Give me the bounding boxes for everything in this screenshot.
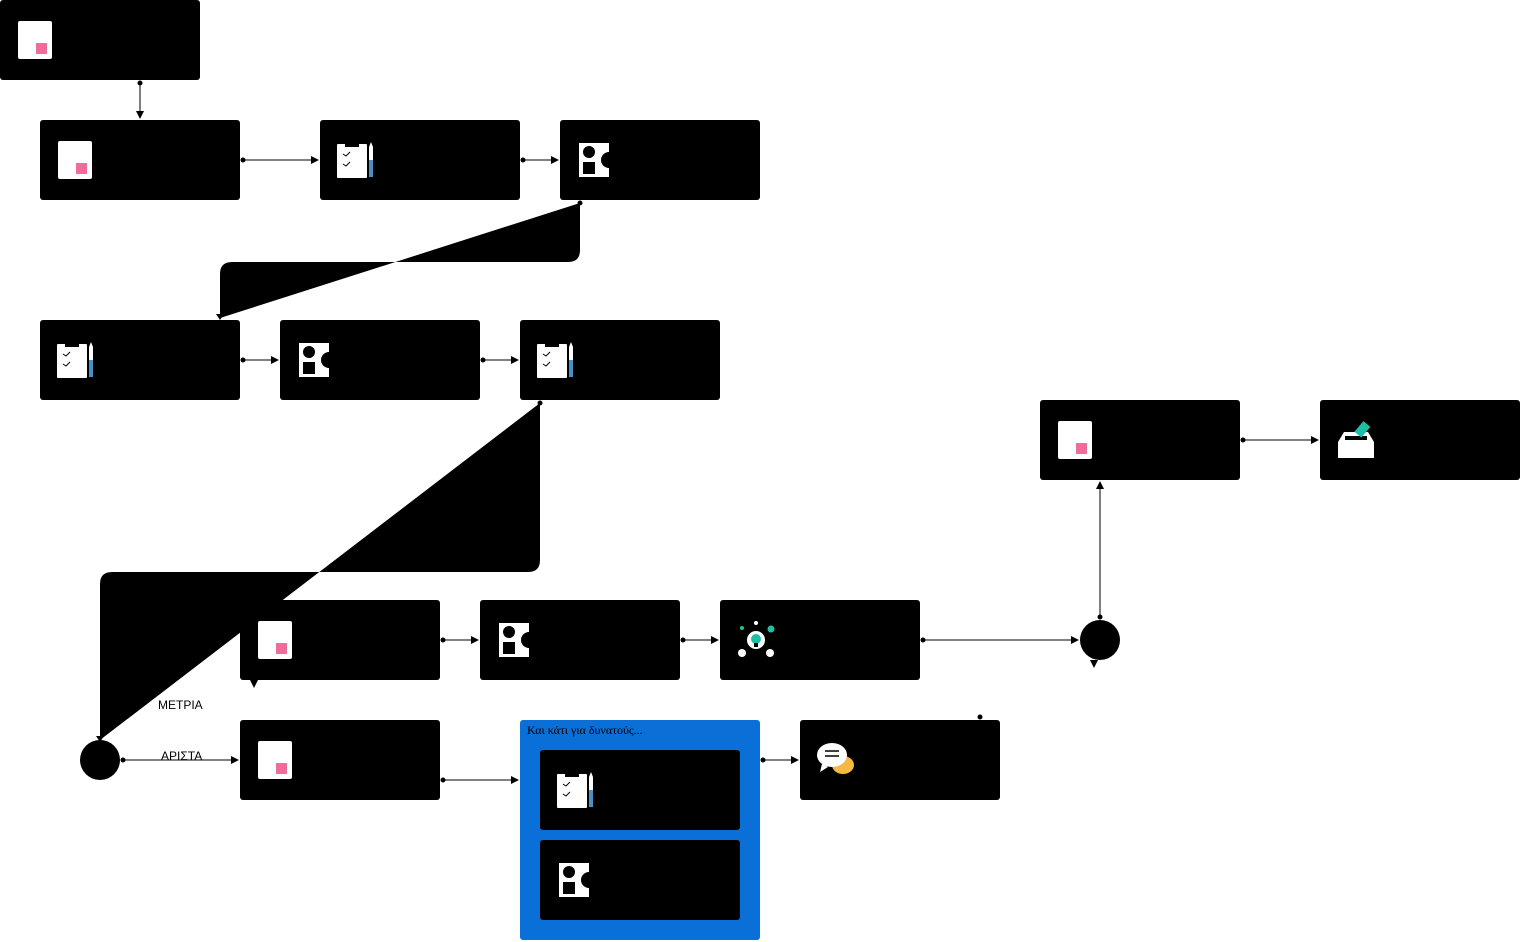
connector-wedge	[100, 403, 540, 740]
document-icon	[56, 140, 96, 180]
activity-node[interactable]	[240, 600, 440, 680]
ballot-box-icon	[1336, 420, 1376, 460]
activity-node[interactable]	[560, 120, 760, 200]
activity-node[interactable]	[1040, 400, 1240, 480]
document-icon	[256, 740, 296, 780]
activity-node[interactable]	[720, 600, 920, 680]
activity-node[interactable]	[480, 600, 680, 680]
activity-node[interactable]	[40, 320, 240, 400]
clipboard-pencil-icon	[336, 140, 376, 180]
shapes-icon	[576, 140, 617, 180]
activity-node[interactable]	[240, 720, 440, 800]
activity-node[interactable]	[320, 120, 520, 200]
edge-label-excellent: ΑΡΙΣΤΑ	[161, 749, 203, 763]
group-title: Και κάτι για δυνατούς...	[527, 723, 643, 737]
activity-node[interactable]	[540, 840, 740, 920]
clipboard-pencil-icon	[556, 770, 596, 810]
activity-node[interactable]	[520, 320, 720, 400]
shapes-icon	[496, 620, 537, 660]
shapes-icon	[296, 340, 337, 380]
start-node[interactable]	[80, 740, 120, 780]
activity-node[interactable]	[540, 750, 740, 830]
chat-bubbles-icon	[816, 740, 856, 780]
lightbulb-network-icon	[736, 620, 776, 660]
document-icon	[16, 20, 56, 60]
document-icon	[256, 620, 296, 660]
connector-wedge	[220, 203, 580, 318]
activity-node[interactable]	[40, 120, 240, 200]
shapes-icon	[556, 860, 597, 900]
activity-node[interactable]	[800, 720, 1000, 800]
clipboard-pencil-icon	[536, 340, 576, 380]
activity-node[interactable]	[0, 0, 200, 80]
activity-node[interactable]	[280, 320, 480, 400]
document-icon	[1056, 420, 1096, 460]
edge-label-medium: ΜΕΤΡΙΑ	[158, 698, 203, 712]
activity-node[interactable]	[1320, 400, 1520, 480]
end-node[interactable]	[1080, 620, 1120, 660]
clipboard-pencil-icon	[56, 340, 96, 380]
